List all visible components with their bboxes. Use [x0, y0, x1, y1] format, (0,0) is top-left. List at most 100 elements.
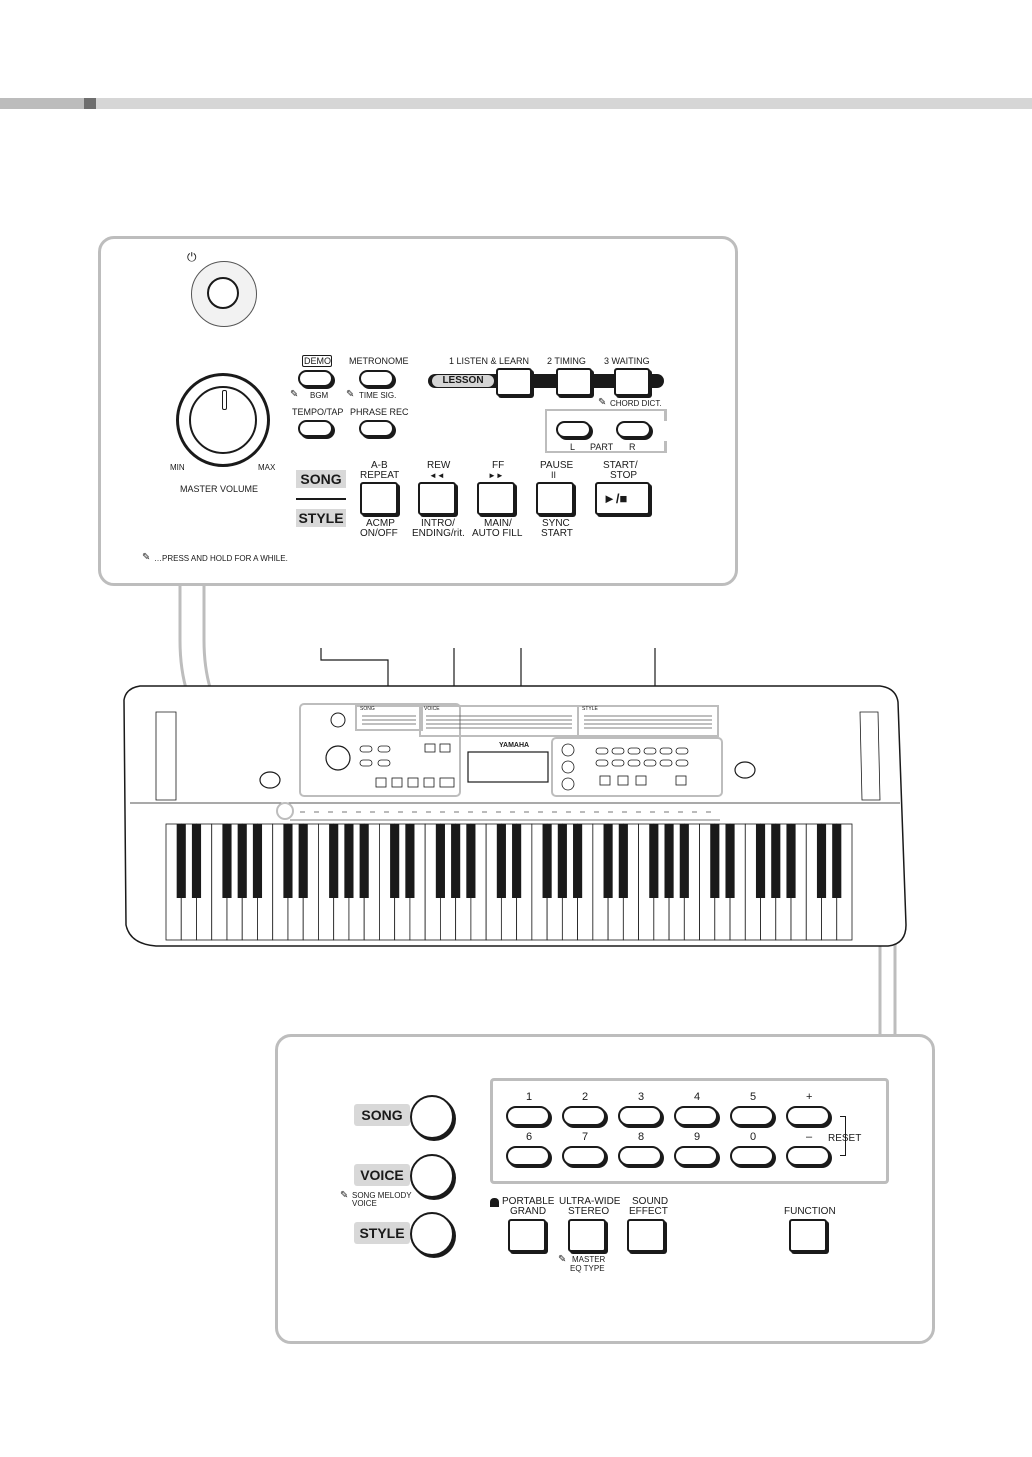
- sync-label-1: SYNC: [542, 518, 570, 529]
- phrase-rec-button[interactable]: [359, 420, 394, 437]
- master-eq-hold-icon: ✎: [558, 1254, 567, 1265]
- black-key[interactable]: [451, 824, 461, 898]
- header-accent: [0, 98, 84, 109]
- lesson-2-label: 2 TIMING: [547, 356, 586, 366]
- start-stop-label-2: STOP: [610, 470, 638, 481]
- demo-label: DEMO: [304, 356, 331, 366]
- chord-dict-label: CHORD DICT.: [610, 399, 662, 408]
- pause-label: PAUSE: [540, 460, 574, 471]
- song-melody-label-1: SONG MELODY: [352, 1191, 412, 1200]
- black-key[interactable]: [252, 824, 263, 898]
- part-r-button[interactable]: [616, 421, 651, 438]
- master-eq-label-2: EQ TYPE: [570, 1264, 605, 1273]
- black-key[interactable]: [816, 824, 827, 898]
- part-r-label: R: [629, 442, 636, 452]
- ultra-wide-stereo-button[interactable]: [568, 1219, 606, 1252]
- black-key[interactable]: [435, 824, 445, 898]
- black-key[interactable]: [191, 824, 202, 898]
- pause-glyph: II: [551, 470, 557, 480]
- black-key[interactable]: [222, 824, 232, 898]
- black-key[interactable]: [466, 824, 476, 898]
- black-key[interactable]: [237, 824, 247, 898]
- main-label-2: AUTO FILL: [472, 528, 523, 539]
- part-l-button[interactable]: [556, 421, 591, 438]
- black-key[interactable]: [283, 824, 293, 898]
- hold-note-text: …PRESS AND HOLD FOR A WHILE.: [154, 554, 288, 563]
- sound-effect-label-1: SOUND: [632, 1196, 669, 1207]
- black-key[interactable]: [725, 824, 735, 898]
- pause-button[interactable]: [536, 482, 574, 515]
- number-pad-button[interactable]: [562, 1106, 606, 1126]
- number-pad-button[interactable]: [618, 1106, 662, 1126]
- metronome-button[interactable]: [359, 370, 394, 387]
- voice-button[interactable]: [410, 1154, 454, 1198]
- black-key[interactable]: [664, 824, 674, 898]
- function-button[interactable]: [789, 1219, 827, 1252]
- master-volume-knob[interactable]: [176, 373, 270, 467]
- rew-label: REW: [427, 460, 451, 471]
- volume-knob-indicator: [222, 390, 227, 410]
- number-pad-button[interactable]: [506, 1106, 550, 1126]
- black-key[interactable]: [786, 824, 796, 898]
- black-key[interactable]: [832, 824, 842, 898]
- black-key[interactable]: [542, 824, 552, 898]
- acmp-label-1: ACMP: [366, 518, 395, 529]
- number-pad-button[interactable]: [562, 1146, 606, 1166]
- black-key[interactable]: [649, 824, 659, 898]
- number-pad-button[interactable]: [506, 1146, 550, 1166]
- number-pad-button[interactable]: [730, 1146, 774, 1166]
- black-key[interactable]: [176, 824, 186, 898]
- black-key[interactable]: [329, 824, 339, 898]
- portable-grand-button[interactable]: [508, 1219, 546, 1252]
- ff-button[interactable]: [477, 482, 515, 515]
- number-pad-button[interactable]: [730, 1106, 774, 1126]
- start-stop-button[interactable]: [595, 482, 650, 515]
- mini-voice-title: VOICE: [424, 706, 440, 712]
- start-stop-label-1: START/: [603, 460, 638, 471]
- power-button[interactable]: [207, 277, 239, 309]
- black-key[interactable]: [512, 824, 522, 898]
- style-button[interactable]: [410, 1212, 454, 1256]
- header-accent-dark: [84, 98, 96, 109]
- rew-button[interactable]: [418, 482, 456, 515]
- lesson-2-button[interactable]: [556, 368, 592, 396]
- part-l-label: L: [570, 442, 576, 452]
- song-button[interactable]: [410, 1095, 454, 1139]
- number-pad-label: 3: [638, 1091, 645, 1103]
- number-pad-button[interactable]: [674, 1106, 718, 1126]
- number-pad-button[interactable]: [786, 1146, 830, 1166]
- sync-label-2: START: [541, 528, 573, 539]
- black-key[interactable]: [390, 824, 400, 898]
- black-key[interactable]: [771, 824, 781, 898]
- song-melody-label-2: VOICE: [352, 1199, 377, 1208]
- number-pad-label: +: [806, 1091, 813, 1103]
- number-pad-button[interactable]: [786, 1106, 830, 1126]
- number-pad-button[interactable]: [674, 1146, 718, 1166]
- black-key[interactable]: [359, 824, 369, 898]
- black-key[interactable]: [405, 824, 415, 898]
- black-key[interactable]: [496, 824, 506, 898]
- sound-effect-button[interactable]: [627, 1219, 665, 1252]
- tempo-tap-button[interactable]: [298, 420, 333, 437]
- song-melody-hold-icon: ✎: [340, 1190, 349, 1201]
- demo-button[interactable]: [298, 370, 333, 387]
- black-key[interactable]: [618, 824, 628, 898]
- number-pad-label: 1: [526, 1091, 533, 1103]
- number-pad-frame: [490, 1078, 889, 1184]
- hold-note-icon: ✎: [142, 552, 151, 563]
- number-pad-button[interactable]: [618, 1146, 662, 1166]
- black-key[interactable]: [755, 824, 766, 898]
- black-key[interactable]: [298, 824, 308, 898]
- volume-max-label: MAX: [258, 463, 276, 472]
- ab-repeat-top1: A-B: [371, 460, 388, 471]
- lesson-1-button[interactable]: [496, 368, 532, 396]
- black-key[interactable]: [710, 824, 720, 898]
- black-key[interactable]: [679, 824, 689, 898]
- black-key[interactable]: [573, 824, 583, 898]
- black-key[interactable]: [344, 824, 354, 898]
- lesson-3-button[interactable]: [614, 368, 650, 396]
- ab-repeat-button[interactable]: [360, 482, 398, 515]
- black-key[interactable]: [557, 824, 567, 898]
- keyboard-brand: YAMAHA: [499, 742, 530, 749]
- black-key[interactable]: [603, 824, 613, 898]
